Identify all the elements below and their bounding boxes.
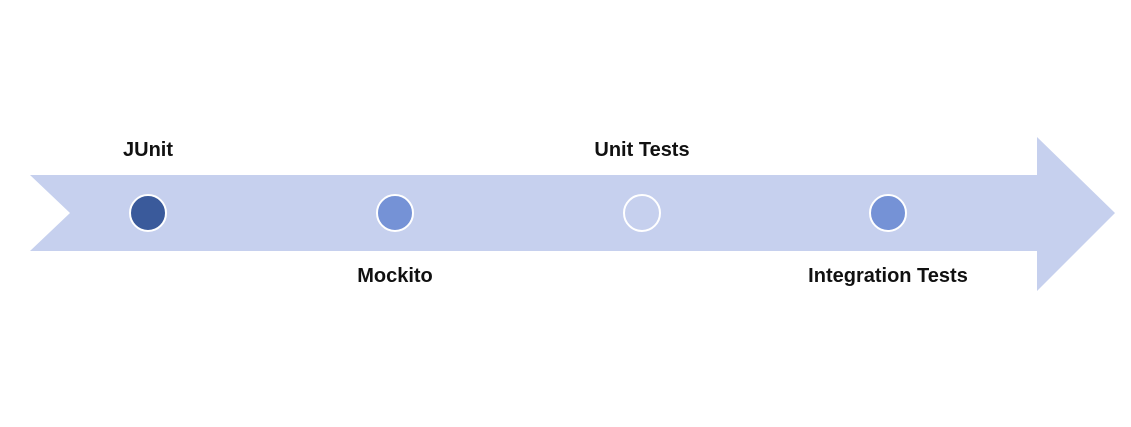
milestone-label-unit-tests: Unit Tests xyxy=(594,139,690,161)
milestone-node-mockito xyxy=(376,194,414,232)
milestone-label-integration-tests: Integration Tests xyxy=(808,265,968,287)
milestone-node-unit-tests xyxy=(623,194,661,232)
milestone-node-junit xyxy=(129,194,167,232)
timeline-arrow xyxy=(30,137,1115,291)
milestone-node-integration-tests xyxy=(869,194,907,232)
milestone-label-junit: JUnit xyxy=(123,139,173,161)
milestone-label-mockito: Mockito xyxy=(357,265,433,287)
